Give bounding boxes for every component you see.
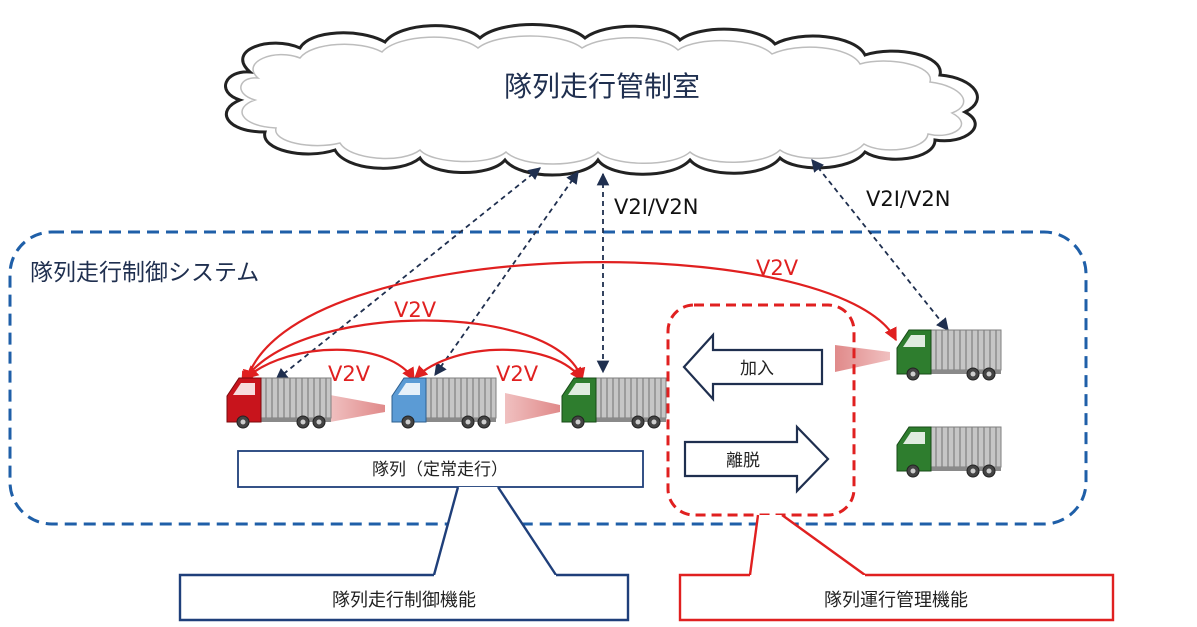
management-function-callout xyxy=(678,514,1115,622)
management-function-label: 隊列運行管理機能 xyxy=(824,590,968,611)
v2v-link-second-third xyxy=(414,348,583,382)
v2v-label-b: V2V xyxy=(496,362,539,386)
join-label: 加入 xyxy=(740,359,774,379)
v2v-link-lead-third xyxy=(241,319,586,386)
truck-joining xyxy=(896,329,1002,381)
v2v-links xyxy=(241,261,897,386)
v2i-label-right: V2I/V2N xyxy=(866,187,950,211)
v2i-link-lead xyxy=(275,167,541,381)
leave-arrow xyxy=(683,424,830,494)
control-room-cloud xyxy=(224,23,979,177)
system-title: 隊列走行制御システム xyxy=(30,260,259,286)
control-function-label: 隊列走行制御機能 xyxy=(332,590,476,611)
control-function-callout xyxy=(178,486,630,622)
v2v-label-mid: V2V xyxy=(394,298,437,322)
v2i-link-joining xyxy=(811,159,949,331)
platoon-bar-label: 隊列（定常走行） xyxy=(372,460,508,480)
v2v-link-lead-second xyxy=(245,348,415,382)
truck-second xyxy=(391,377,497,429)
truck-lead xyxy=(226,377,332,429)
v2v-link-lead-joining xyxy=(243,261,897,384)
v2v-label-top: V2V xyxy=(756,256,799,280)
v2i-label-left: V2I/V2N xyxy=(614,195,698,219)
sensor-beam-2 xyxy=(505,393,560,424)
sensor-beam-1 xyxy=(330,395,385,422)
platoon-bar xyxy=(237,450,644,488)
truck-third xyxy=(561,377,667,429)
join-arrow xyxy=(682,332,824,402)
operations-box xyxy=(666,303,856,517)
v2v-label-a: V2V xyxy=(328,362,371,386)
leave-label: 離脱 xyxy=(726,451,760,471)
sensor-beam-3 xyxy=(835,345,890,372)
control-room-title: 隊列走行管制室 xyxy=(504,70,700,103)
truck-leaving xyxy=(896,426,1002,478)
